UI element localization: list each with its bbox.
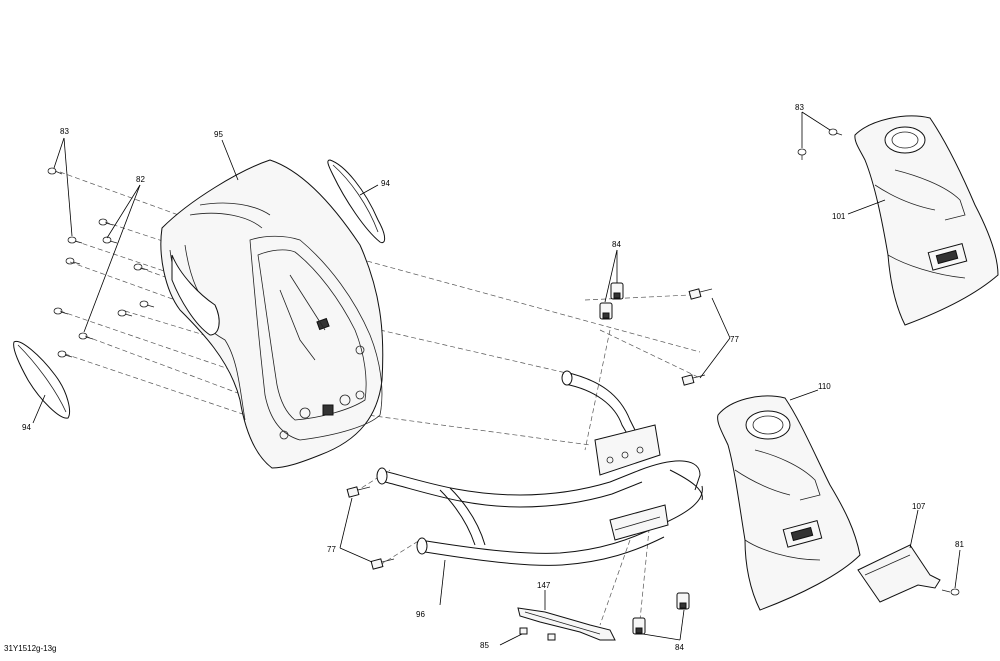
bolt-icon	[681, 374, 706, 386]
callout-107: 107	[912, 502, 926, 511]
callout-94: 94	[381, 179, 390, 188]
part-147-wire-harness	[517, 607, 616, 641]
part-101-side-panel	[854, 115, 999, 326]
screw-icon	[57, 350, 73, 358]
callout-85: 85	[480, 641, 489, 650]
leader-lines	[32, 111, 961, 646]
screw-icon	[797, 148, 807, 160]
callout-77: 77	[730, 335, 739, 344]
callout-82: 82	[136, 175, 145, 184]
part-107-bracket	[857, 544, 941, 603]
bolt-icon	[688, 288, 713, 300]
part-81-screw	[941, 588, 960, 596]
bolt-icon	[346, 486, 371, 498]
clips-84	[599, 282, 690, 635]
callout-84-lower: 84	[675, 643, 684, 652]
washer-icon	[98, 218, 114, 226]
callout-147: 147	[537, 581, 551, 590]
washer-icon	[117, 309, 133, 317]
callout-101: 101	[832, 212, 846, 221]
washer-icon	[133, 263, 149, 271]
nut-icon	[547, 633, 556, 641]
part-85-nuts	[519, 627, 556, 641]
callout-83-right: 83	[795, 103, 804, 112]
part-110-side-panel	[717, 395, 861, 611]
screw-icon	[828, 128, 843, 136]
washer-icon	[102, 236, 118, 244]
callout-labels: 83 82 95 94 94 84 77 77 96 147 85 84 110…	[22, 103, 964, 652]
washer-icon	[139, 300, 155, 308]
bolt-icon	[370, 558, 395, 570]
part-94-lens-right	[327, 159, 386, 244]
callout-95: 95	[214, 130, 223, 139]
callout-110: 110	[818, 382, 831, 391]
part-96-tube-frame	[376, 370, 703, 566]
callout-94-left: 94	[22, 423, 31, 432]
nut-icon	[519, 627, 528, 635]
screw-icon	[53, 307, 69, 315]
washer-icon	[78, 332, 94, 340]
screw-icon	[950, 588, 960, 596]
part-83-screws-right	[797, 128, 843, 160]
screws-left-group	[47, 167, 155, 358]
figure-id-label: 31Y1512g-13g	[4, 644, 57, 653]
callout-96: 96	[416, 610, 425, 619]
part-94-lens-left	[13, 340, 70, 419]
screw-icon	[67, 236, 83, 244]
screw-icon	[65, 257, 81, 265]
callout-84: 84	[612, 240, 621, 249]
callout-81: 81	[955, 540, 964, 549]
part-95-fairing	[160, 159, 384, 469]
bolts-77	[346, 288, 713, 570]
callout-77-lower: 77	[327, 545, 336, 554]
screw-icon	[47, 167, 63, 175]
callout-83: 83	[60, 127, 69, 136]
